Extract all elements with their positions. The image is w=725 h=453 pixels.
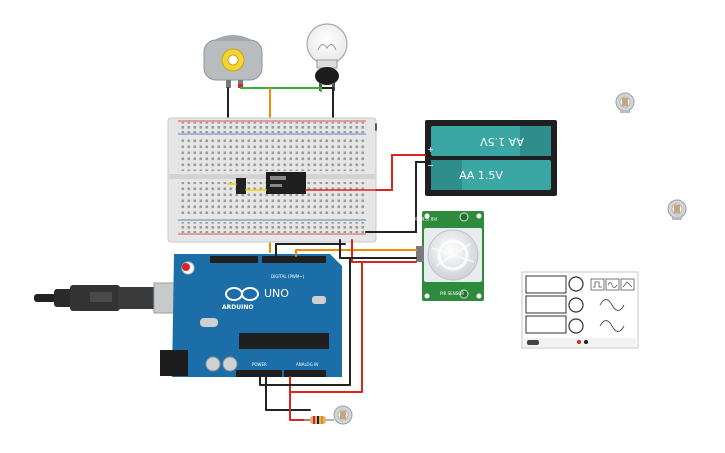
reset-button[interactable] xyxy=(182,263,190,271)
breadboard-bottom-rail xyxy=(178,222,366,233)
breadboard-top-rail xyxy=(178,122,366,133)
battery-cell-top-label: AA 1.5V xyxy=(480,135,524,148)
waveform-preview-icon xyxy=(599,299,625,311)
battery-minus-sign: − xyxy=(427,161,434,170)
potentiometer-3[interactable] xyxy=(333,405,353,425)
microcontroller-chip xyxy=(239,333,329,349)
analog-in-label: ANALOG IN xyxy=(296,362,318,367)
analog-header xyxy=(284,370,326,377)
power-header xyxy=(236,370,282,377)
potentiometer-2[interactable] xyxy=(667,199,687,220)
dc-motor[interactable] xyxy=(203,35,263,88)
square-wave-button[interactable] xyxy=(590,278,605,291)
offset-knob-icon[interactable] xyxy=(568,318,584,334)
pir-top-label: PIR SENSOR xyxy=(413,216,437,221)
arduino-brand-label: ARDUINO xyxy=(222,304,253,311)
battery-cell-bottom-label: AA 1.5V xyxy=(459,169,503,182)
breadboard-jumpers xyxy=(227,183,377,191)
waveform-preview-icon-2 xyxy=(599,320,625,332)
digital-header-right xyxy=(262,256,326,263)
transistor[interactable] xyxy=(236,178,246,194)
arduino-model-label: UNO xyxy=(264,287,289,300)
wires-arduino xyxy=(259,239,417,421)
pir-bottom-label: PIR SENSOR xyxy=(440,291,464,296)
potentiometer-1[interactable] xyxy=(615,92,635,113)
sine-wave-button[interactable] xyxy=(605,278,620,291)
usb-cable xyxy=(34,282,187,314)
arduino-logo-icon xyxy=(225,287,259,301)
pir-sensor[interactable]: PIR SENSOR PIR SENSOR xyxy=(413,211,484,301)
digital-pwm-label: DIGITAL (PWM~) xyxy=(271,274,305,279)
amplitude-knob-icon[interactable] xyxy=(568,297,584,313)
function-generator[interactable] xyxy=(521,271,639,349)
power-label: POWER xyxy=(252,362,267,367)
arduino-uno[interactable]: DIGITAL (PWM~) ARDUINO UNO POWER ANALOG … xyxy=(160,254,342,377)
triangle-wave-button[interactable] xyxy=(620,278,635,291)
digital-header-left xyxy=(210,256,258,263)
wires-battery xyxy=(365,123,426,233)
frequency-knob-icon[interactable] xyxy=(568,276,584,292)
battery-pack[interactable]: AA 1.5V AA 1.5V + − xyxy=(425,120,557,196)
power-switch[interactable] xyxy=(527,340,539,345)
battery-plus-sign: + xyxy=(427,145,434,154)
resistor[interactable] xyxy=(304,416,334,424)
breadboard-upper-terminals xyxy=(178,139,366,171)
relay[interactable] xyxy=(266,172,306,194)
light-bulb[interactable] xyxy=(306,23,348,91)
power-jack xyxy=(160,350,188,376)
